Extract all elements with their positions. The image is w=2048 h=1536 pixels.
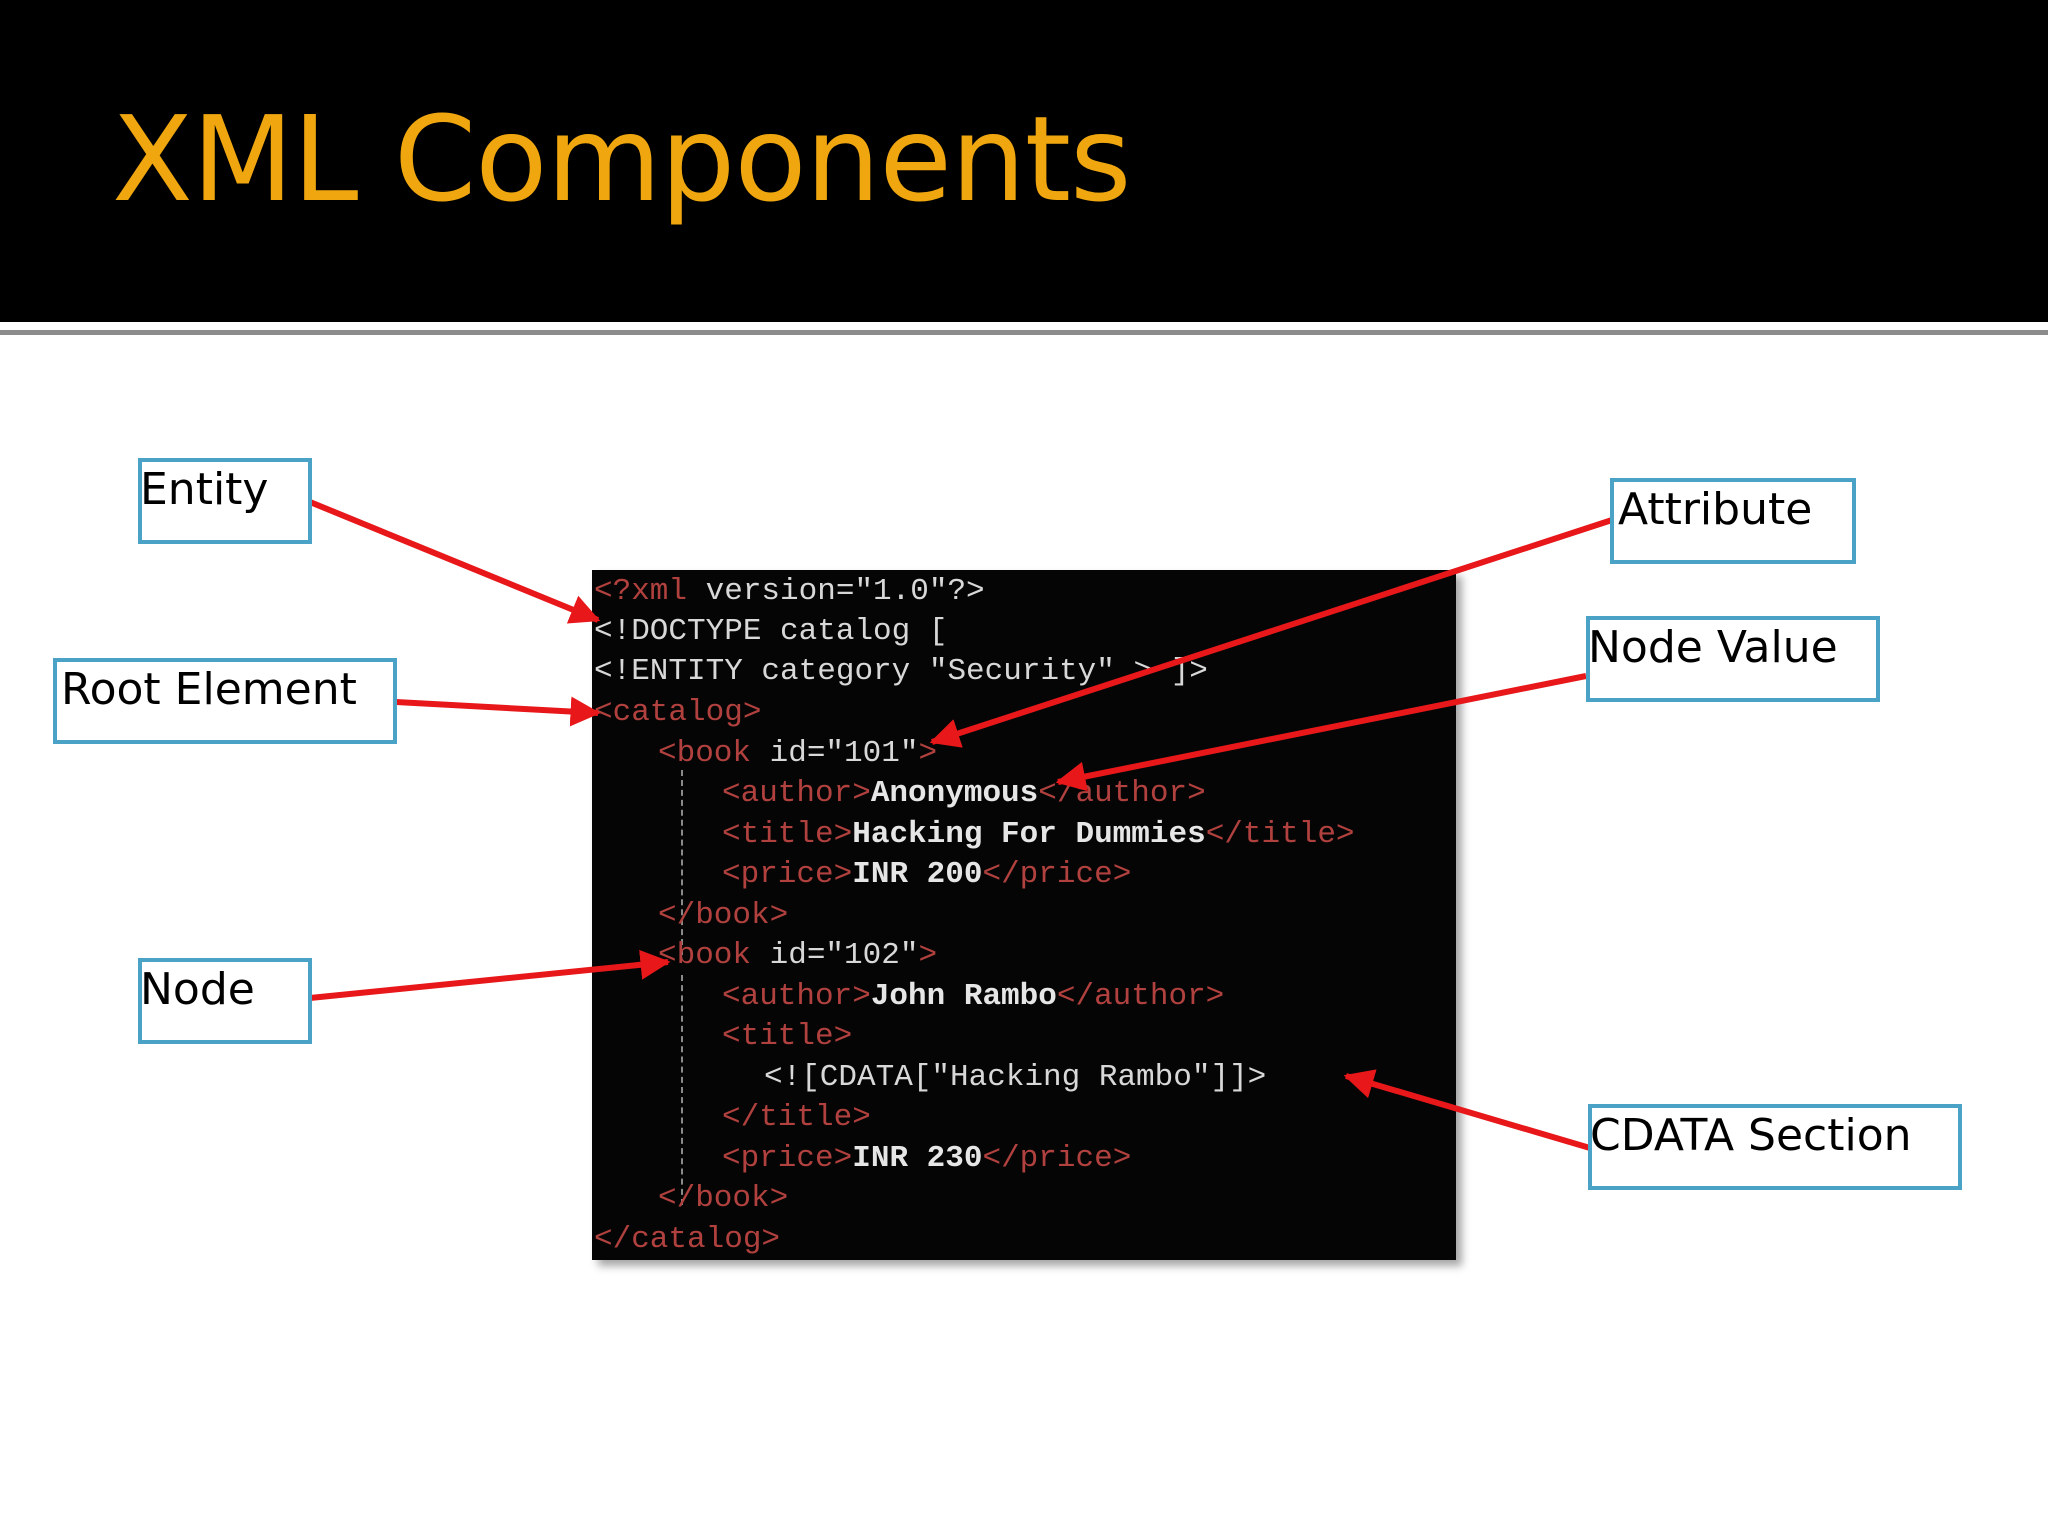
code-line-doctype: <!DOCTYPE catalog [ (594, 614, 948, 649)
code-token: INR 200 (852, 857, 983, 892)
cdata-section-callout: CDATA Section (1588, 1104, 1962, 1190)
code-token: </author> (1056, 979, 1225, 1014)
root-element-arrow (395, 696, 601, 727)
xml-code-screenshot: <?xml version="1.0"?> <!DOCTYPE catalog … (592, 570, 1456, 1260)
node-value-callout: Node Value (1586, 616, 1880, 702)
code-line-entity: <!ENTITY category "Security" > ]> (594, 654, 1208, 689)
code-token: Anonymous (870, 776, 1039, 811)
code-line-catalog-open: <catalog> (594, 695, 762, 730)
code-token: </price> (982, 1141, 1132, 1176)
code-line-title-open-2: <title> (722, 1019, 853, 1054)
code-line-price-2: <price>INR 230</price> (722, 1143, 1131, 1174)
code-token: <price> (722, 857, 853, 892)
code-token: </title> (1205, 817, 1355, 852)
code-token: John Rambo (870, 979, 1057, 1014)
header-divider-white (0, 322, 2048, 330)
code-line-xml-declaration: <?xml version="1.0"?> (594, 576, 985, 607)
entity-label: Entity (140, 464, 269, 515)
code-token: version="1.0"?> (687, 574, 985, 609)
code-token: </author> (1038, 776, 1206, 811)
cdata-section-label: CDATA Section (1590, 1110, 1912, 1161)
attribute-callout: Attribute (1610, 478, 1856, 564)
title-bar (0, 0, 2048, 322)
code-token: id="102" (751, 938, 919, 973)
code-token: <author> (722, 979, 871, 1014)
code-token: <price> (722, 1141, 853, 1176)
code-token: <?xml (594, 574, 688, 609)
code-token: Hacking For Dummies (852, 817, 1206, 852)
code-line-book-102: <book id="102"> (658, 940, 937, 971)
code-token: <book (658, 736, 752, 771)
indent-guide (681, 975, 683, 1205)
slide-title: XML Components (112, 90, 1131, 228)
code-line-title-close-2: </title> (722, 1100, 871, 1135)
code-line-catalog-close: </catalog> (594, 1222, 781, 1257)
code-line-author-1: <author>Anonymous</author> (722, 778, 1206, 809)
root-element-label: Root Element (61, 664, 357, 715)
code-line-cdata: <![CDATA["Hacking Rambo"]]> (764, 1060, 1267, 1095)
code-line-title-1: <title>Hacking For Dummies</title> (722, 819, 1355, 850)
code-token: INR 230 (852, 1141, 983, 1176)
code-token: <author> (722, 776, 871, 811)
code-token: > (918, 736, 938, 771)
header-divider-gray (0, 330, 2048, 335)
code-token: </price> (982, 857, 1132, 892)
root-element-callout: Root Element (53, 658, 397, 744)
code-token: > (918, 938, 938, 973)
code-token: <title> (722, 817, 853, 852)
node-label: Node (140, 964, 255, 1015)
entity-callout: Entity (138, 458, 312, 544)
code-line-book-close-1: </book> (658, 898, 789, 933)
code-token: id="101" (751, 736, 919, 771)
code-line-price-1: <price>INR 200</price> (722, 859, 1131, 890)
attribute-label: Attribute (1618, 484, 1813, 535)
code-line-author-2: <author>John Rambo</author> (722, 981, 1224, 1012)
indent-guide (681, 770, 683, 955)
node-callout: Node (138, 958, 312, 1044)
code-line-book-101: <book id="101"> (658, 738, 937, 769)
entity-arrow (308, 499, 601, 624)
node-value-label: Node Value (1588, 622, 1838, 673)
code-token: <book (658, 938, 752, 973)
code-line-book-close-2: </book> (658, 1181, 789, 1216)
